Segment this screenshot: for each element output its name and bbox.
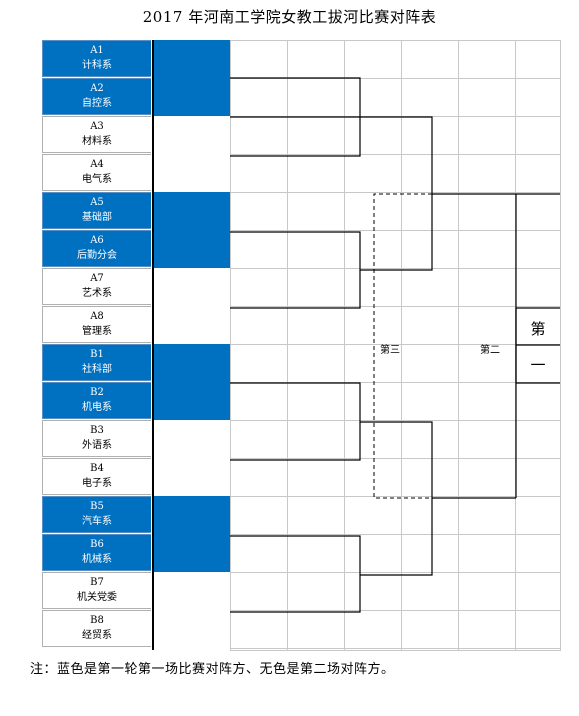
third-place-label: 第三 <box>380 345 400 356</box>
team-code: B4 <box>90 463 104 474</box>
team-code: B2 <box>90 387 104 398</box>
bracket-r1-a5a6 <box>230 231 361 309</box>
team-code: A2 <box>90 83 104 94</box>
team-cell: B2 机电系 <box>42 382 151 419</box>
blue-block-a1a2 <box>154 40 230 116</box>
team-dept: 电气系 <box>82 174 112 185</box>
team-code: B6 <box>90 539 104 550</box>
team-cell: A5 基础部 <box>42 192 151 229</box>
team-code: B5 <box>90 501 104 512</box>
team-code: A3 <box>90 121 104 132</box>
team-cell: A1 计科系 <box>42 40 151 77</box>
bracket-grid <box>230 40 561 651</box>
team-cell: B8 经贸系 <box>42 610 151 647</box>
first-place-char-1: 第 <box>530 320 546 338</box>
team-cell: A7 艺术系 <box>42 268 151 305</box>
team-dept: 外语系 <box>82 440 112 451</box>
third-place-dashed <box>373 193 432 499</box>
team-code: B7 <box>90 577 104 588</box>
team-code: A4 <box>90 159 104 170</box>
team-cell: B4 电子系 <box>42 458 151 495</box>
team-cell: A2 自控系 <box>42 78 151 115</box>
bracket-r1-b1b2 <box>230 382 361 461</box>
team-cell: B6 机械系 <box>42 534 151 571</box>
team-cell: A6 后勤分会 <box>42 230 151 267</box>
team-dept: 机关党委 <box>77 592 117 603</box>
team-code: A7 <box>90 273 104 284</box>
team-dept: 机电系 <box>82 402 112 413</box>
team-cell: A4 电气系 <box>42 154 151 191</box>
blue-block-a5a6 <box>154 192 230 268</box>
team-dept: 材料系 <box>82 136 112 147</box>
blue-block-b5b6 <box>154 496 230 572</box>
team-dept: 管理系 <box>82 326 112 337</box>
team-dept: 经贸系 <box>82 630 112 641</box>
team-code: B1 <box>90 349 104 360</box>
team-code: A8 <box>90 311 104 322</box>
footnote: 注：蓝色是第一轮第一场比赛对阵方、无色是第二场对阵方。 <box>30 662 395 677</box>
team-cell: B1 社科部 <box>42 344 151 381</box>
team-dept: 汽车系 <box>82 516 112 527</box>
team-dept: 计科系 <box>82 60 112 71</box>
team-code: B3 <box>90 425 104 436</box>
first-place-char-2: 一 <box>530 356 546 374</box>
team-divider-line <box>152 40 154 650</box>
team-cell: B7 机关党委 <box>42 572 151 609</box>
team-dept: 社科部 <box>82 364 112 375</box>
team-cell: A8 管理系 <box>42 306 151 343</box>
team-code: A6 <box>90 235 104 246</box>
team-cell: A3 材料系 <box>42 116 151 153</box>
second-place-label: 第二 <box>480 345 500 356</box>
team-dept: 自控系 <box>82 98 112 109</box>
team-dept: 后勤分会 <box>77 250 117 261</box>
team-code: A1 <box>90 45 104 56</box>
team-code: B8 <box>90 615 104 626</box>
first-place-box: 第 一 <box>516 310 560 382</box>
team-dept: 艺术系 <box>82 288 112 299</box>
team-dept: 基础部 <box>82 212 112 223</box>
bracket-r1-b5b6 <box>230 535 361 613</box>
blue-block-b1b2 <box>154 344 230 420</box>
team-dept: 电子系 <box>82 478 112 489</box>
team-cell: B5 汽车系 <box>42 496 151 533</box>
team-cell: B3 外语系 <box>42 420 151 457</box>
page-title: 2017 年河南工学院女教工拔河比赛对阵表 <box>142 8 437 26</box>
team-code: A5 <box>90 197 104 208</box>
team-dept: 机械系 <box>82 554 112 565</box>
